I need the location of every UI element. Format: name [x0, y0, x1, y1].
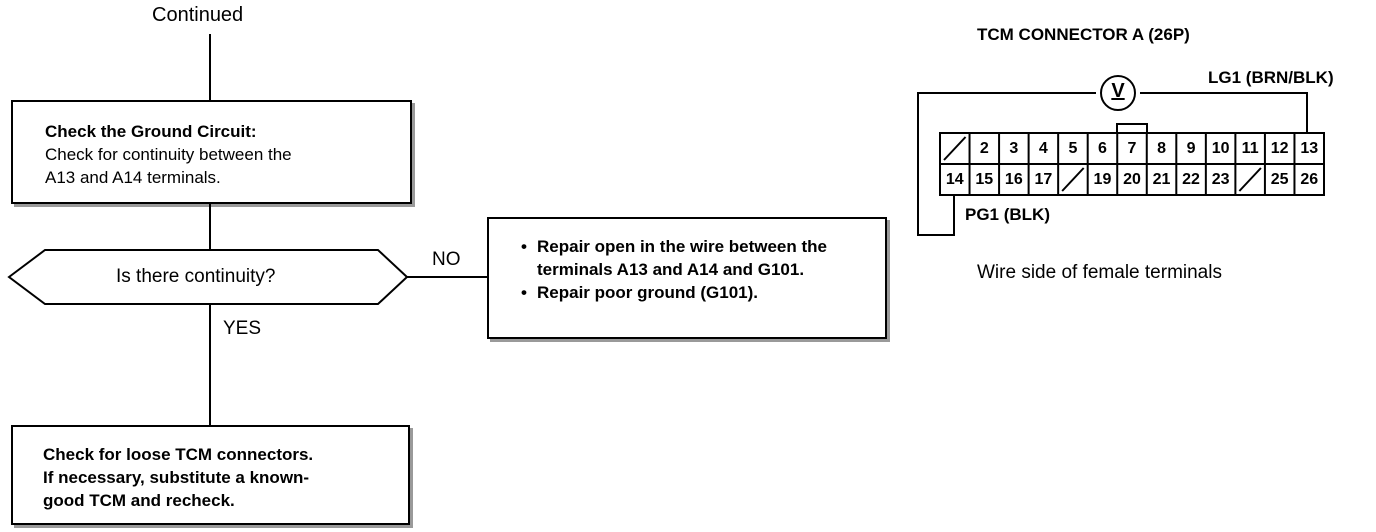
- terminal-number: 3: [1009, 140, 1019, 157]
- terminal-number: 16: [1004, 171, 1023, 188]
- loose-connector-line3: good TCM and recheck.: [43, 491, 235, 510]
- terminal-number: 6: [1098, 140, 1107, 157]
- connector-title: TCM CONNECTOR A (26P): [977, 25, 1190, 44]
- terminal-number: 21: [1152, 171, 1171, 188]
- terminal-cell-dividers: [968, 133, 1296, 195]
- terminal-number: 7: [1127, 140, 1137, 157]
- blocked-cavity-slash: [943, 136, 967, 161]
- repair-action-box: Repair open in the wire between the term…: [487, 217, 887, 339]
- flow-connector-line: [209, 204, 211, 252]
- terminal-number: 17: [1034, 171, 1053, 188]
- ground-circuit-check-line1: Check for continuity between the: [45, 145, 292, 164]
- terminal-number: 23: [1211, 171, 1230, 188]
- terminal-number: 4: [1038, 140, 1048, 157]
- loose-connector-check-box: Check for loose TCM connectors. If neces…: [11, 425, 410, 525]
- terminal-number: 5: [1068, 140, 1078, 157]
- blocked-cavity-slash: [1061, 167, 1085, 192]
- lg1-wire-path: [917, 92, 1308, 231]
- connector-caption: Wire side of female terminals: [977, 262, 1222, 283]
- loose-connector-line2: If necessary, substitute a known-: [43, 468, 310, 487]
- flow-connector-line: [209, 34, 211, 100]
- continued-label: Continued: [152, 4, 244, 26]
- terminal-number: 9: [1186, 140, 1196, 157]
- blocked-cavity-slash: [1238, 167, 1262, 192]
- terminal-number: 11: [1241, 140, 1259, 157]
- pg1-wire-path: [917, 195, 955, 236]
- no-label: NO: [432, 249, 461, 270]
- ground-circuit-check-line2: A13 and A14 terminals.: [45, 168, 221, 187]
- terminal-number: 8: [1157, 140, 1166, 157]
- voltmeter-icon: [1100, 75, 1136, 111]
- terminal-number: 19: [1093, 171, 1112, 188]
- pg1-wire-label: PG1 (BLK): [965, 205, 1050, 224]
- loose-connector-line1: Check for loose TCM connectors.: [43, 445, 314, 464]
- voltmeter-symbol: V: [1111, 80, 1125, 102]
- terminal-number: 25: [1270, 171, 1289, 188]
- ground-circuit-check-box: Check the Ground Circuit: Check for cont…: [11, 100, 412, 204]
- lg1-wire-label: LG1 (BRN/BLK): [1208, 68, 1334, 87]
- terminal-number: 26: [1300, 171, 1319, 188]
- terminal-number: 2: [979, 140, 989, 157]
- continuity-question: Is there continuity?: [116, 266, 276, 287]
- repair-poor-ground-item: Repair poor ground (G101).: [519, 281, 873, 304]
- terminal-number: 12: [1270, 140, 1289, 157]
- repair-open-wire-item: Repair open in the wire between the term…: [519, 235, 873, 281]
- ground-circuit-check-title: Check the Ground Circuit:: [45, 122, 257, 141]
- yes-label: YES: [223, 318, 262, 339]
- yes-branch-line: [209, 304, 211, 426]
- terminal-number: 15: [975, 171, 994, 188]
- terminal-number: 22: [1182, 171, 1200, 188]
- terminal-number: 20: [1123, 171, 1141, 188]
- terminal-number: 10: [1211, 140, 1230, 157]
- terminal-number: 13: [1300, 140, 1319, 157]
- connector-wiring-diagram: [917, 75, 1325, 236]
- no-branch-line: [407, 276, 488, 278]
- terminal-number: 14: [945, 171, 964, 188]
